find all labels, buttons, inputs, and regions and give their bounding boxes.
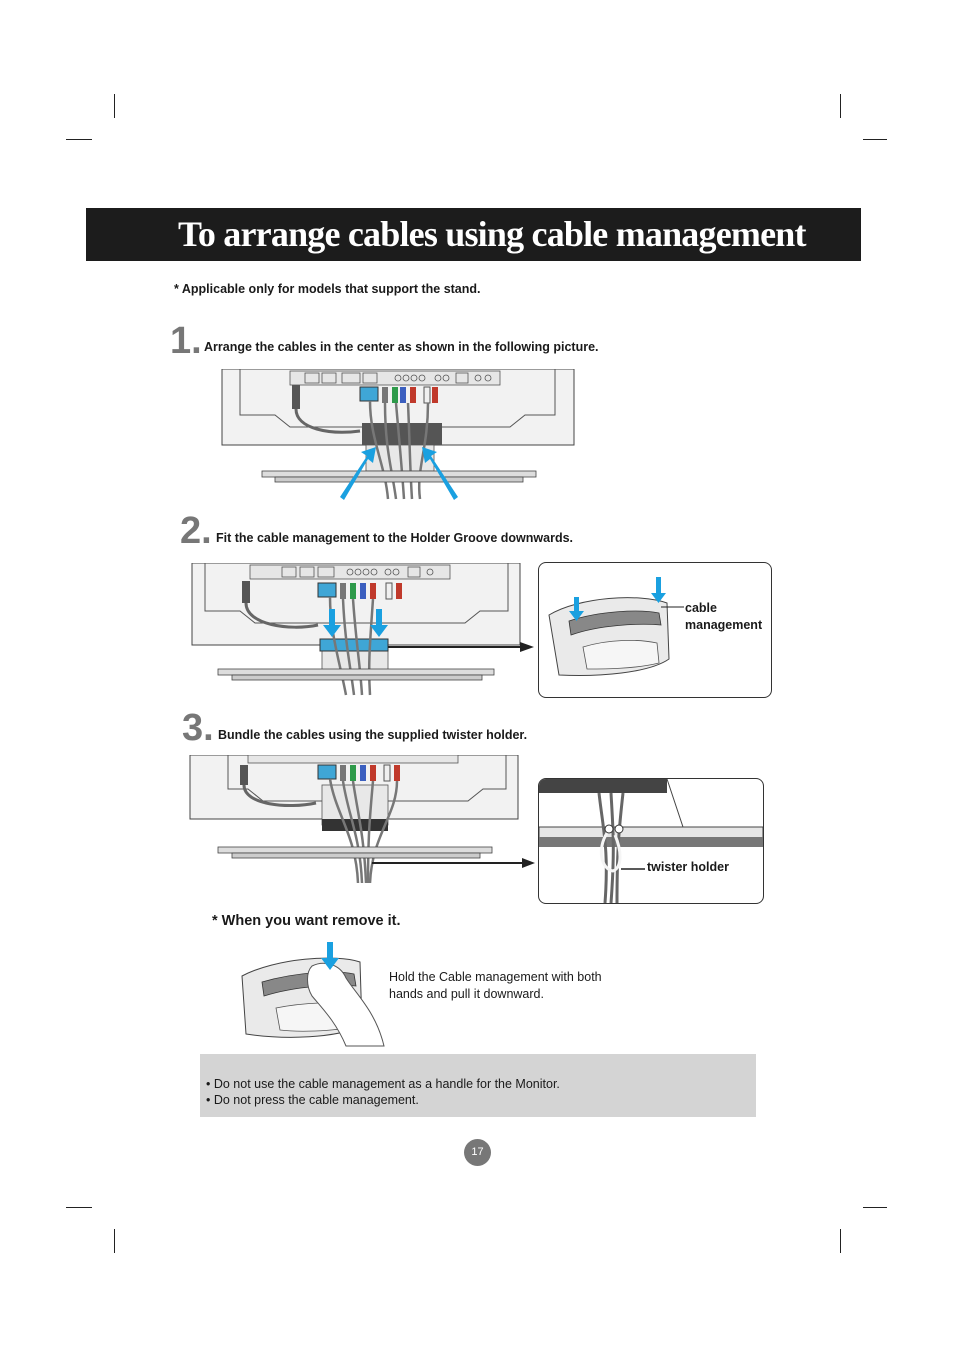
page-title: To arrange cables using cable management [178,214,806,254]
remove-heading: * When you want remove it. [212,913,401,929]
title-bar: To arrange cables using cable management [86,208,861,261]
remove-description-line2: hands and pull it downward. [389,987,544,1001]
step-2-illustration [191,563,534,696]
caution-box: • Do not use the cable management as a h… [200,1054,756,1117]
crop-mark [114,1229,115,1253]
crop-mark [114,94,115,118]
step-3-number: 3. [182,707,214,749]
crop-mark [863,1207,887,1208]
applicable-note: * Applicable only for models that suppor… [174,282,481,296]
cable-management-label-line1: cable [685,601,717,615]
crop-mark [863,139,887,140]
remove-illustration [241,942,385,1047]
caution-item: • Do not press the cable management. [206,1093,419,1107]
crop-mark [66,139,92,140]
caution-item: • Do not use the cable management as a h… [206,1077,560,1091]
twister-holder-label: twister holder [647,860,729,874]
step-1-text: Arrange the cables in the center as show… [204,340,599,354]
step-2-text: Fit the cable management to the Holder G… [216,531,574,545]
cable-management-callout: cable management [538,562,772,698]
twister-holder-illustration [539,779,763,903]
step-2-number: 2. [180,510,212,552]
remove-description-line1: Hold the Cable management with both [389,970,602,984]
cable-management-label-line2: management [685,618,763,632]
step-1-illustration [221,369,575,500]
page-number: 17 [464,1139,491,1166]
cable-management-illustration [548,577,684,676]
step-3-text: Bundle the cables using the supplied twi… [218,728,528,742]
step-1-number: 1. [170,320,202,362]
crop-mark [840,94,841,118]
step-3-illustration [189,755,535,884]
crop-mark [840,1229,841,1253]
twister-holder-callout: twister holder [538,778,764,904]
crop-mark [66,1207,92,1208]
